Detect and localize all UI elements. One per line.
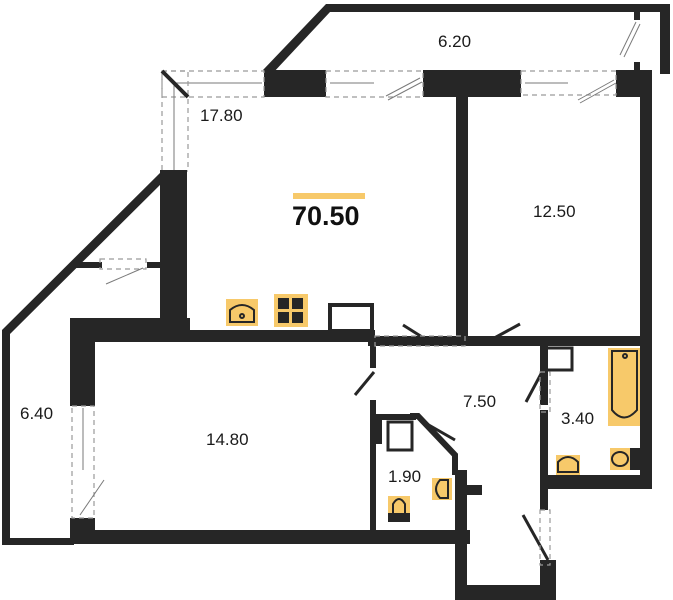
total-area-accent-bar [293, 193, 365, 199]
room-area-loggia-top: 6.20 [438, 32, 472, 51]
top-windows [161, 21, 641, 104]
wc [388, 496, 410, 522]
room-area-toilet: 1.90 [388, 467, 422, 486]
bedroom-left-walls [70, 318, 470, 544]
toilet-small [432, 478, 452, 500]
room-area-bedroom-right: 12.50 [533, 202, 576, 221]
room-area-bathroom: 3.40 [561, 409, 595, 428]
toilet-bathroom [610, 448, 640, 470]
room-area-bedroom-left: 14.80 [206, 430, 249, 449]
room-area-loggia-left: 6.40 [20, 404, 54, 423]
bathtub [608, 348, 640, 426]
room-area-kitchen-living: 17.80 [200, 106, 243, 125]
kitchen-sink [226, 299, 258, 326]
top-walls [264, 70, 652, 480]
loggia-left-walls [2, 170, 187, 545]
total-area: 70.50 [292, 201, 360, 231]
stove [274, 294, 308, 327]
inner-walls [328, 303, 652, 600]
corner-window [160, 69, 190, 172]
doors [353, 322, 551, 566]
bathroom-sink [556, 455, 580, 475]
room-area-hallway: 7.50 [463, 392, 497, 411]
loggia-top-walls [263, 4, 670, 74]
